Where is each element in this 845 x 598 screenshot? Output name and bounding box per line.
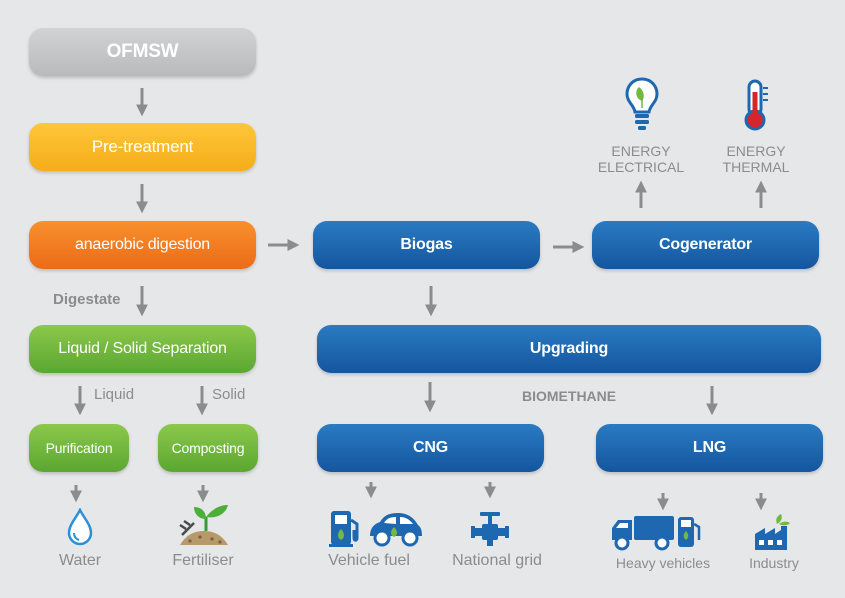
label-energy-thermal-line1: ENERGY [726, 143, 786, 159]
node-cng-label: CNG [413, 439, 448, 456]
fertiliser-icon [179, 505, 228, 545]
node-ofmsw: OFMSW [29, 28, 256, 76]
car-icon [370, 513, 422, 547]
node-composting: Composting [158, 424, 258, 472]
output-national-grid: National grid [452, 552, 542, 569]
output-heavy-vehicles: Heavy vehicles [615, 555, 711, 571]
node-pretreatment: Pre-treatment [29, 123, 256, 171]
node-upgrading: Upgrading [317, 325, 821, 373]
fuel-pump-icon [329, 511, 359, 547]
node-purification-label: Purification [45, 440, 113, 456]
node-biogas-label: Biogas [400, 236, 453, 253]
node-cogenerator-label: Cogenerator [659, 236, 752, 253]
label-digestate: Digestate [53, 291, 121, 308]
node-biogas: Biogas [313, 221, 540, 269]
truck-icon [612, 516, 701, 551]
factory-icon [755, 514, 790, 550]
output-vehicle-fuel: Vehicle fuel [328, 552, 410, 569]
output-fertiliser: Fertiliser [172, 552, 234, 569]
node-lng: LNG [596, 424, 823, 472]
node-composting-label: Composting [171, 440, 245, 456]
output-water: Water [58, 552, 102, 569]
valve-icon [471, 512, 509, 546]
label-energy-electrical: ENERGY ELECTRICAL [598, 143, 684, 175]
label-biomethane: BIOMETHANE [522, 388, 617, 404]
label-energy-thermal-line2: THERMAL [722, 159, 790, 175]
node-upgrading-label: Upgrading [529, 340, 609, 357]
node-cogenerator: Cogenerator [592, 221, 819, 269]
node-lng-label: LNG [692, 439, 727, 456]
label-solid: Solid [212, 386, 246, 403]
output-industry: Industry [749, 555, 799, 571]
label-energy-electrical-line1: ENERGY [611, 143, 671, 159]
thermometer-icon [744, 79, 768, 131]
label-energy-thermal: ENERGY THERMAL [723, 143, 790, 175]
node-digestion-label: anaerobic digestion [75, 236, 210, 253]
lightbulb-icon [625, 77, 659, 130]
node-cng: CNG [317, 424, 544, 472]
node-digestion: anaerobic digestion [29, 221, 256, 269]
node-purification: Purification [29, 424, 129, 472]
node-ofmsw-label: OFMSW [106, 41, 179, 62]
node-separation-label: Liquid / Solid Separation [58, 340, 227, 357]
water-drop-icon [67, 508, 93, 546]
label-energy-electrical-line2: ELECTRICAL [597, 159, 685, 175]
label-liquid: Liquid [94, 386, 135, 403]
node-pretreatment-label: Pre-treatment [91, 137, 194, 156]
node-separation: Liquid / Solid Separation [29, 325, 256, 373]
